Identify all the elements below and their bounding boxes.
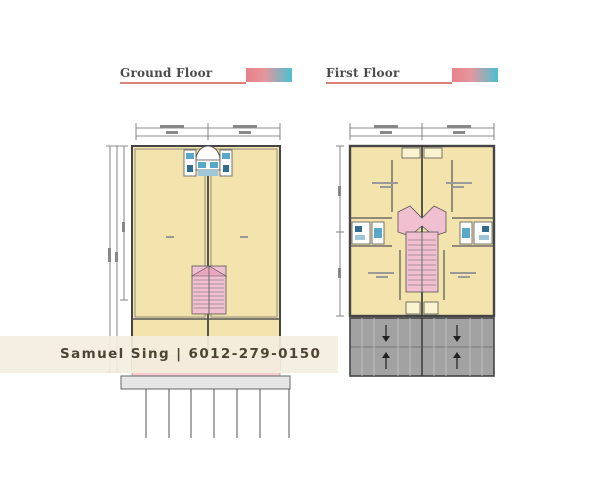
ground-floor-plan [106, 123, 291, 438]
first-bottom-airwell-right [423, 301, 439, 315]
first-bottom-airwell-left [405, 301, 421, 315]
ground-floor-title: Ground Floor [120, 66, 213, 80]
ground-staircase [190, 265, 228, 315]
ground-left-dimension-lines [106, 145, 128, 373]
ground-floor-color-swatch [246, 68, 292, 82]
watermark-band [0, 336, 338, 373]
ground-floor-title-rule [120, 82, 246, 84]
first-room-label-marks [368, 182, 476, 278]
ground-parking-lines [145, 389, 290, 438]
ground-pavement [120, 375, 291, 390]
arrow-icon [382, 325, 461, 369]
first-top-dimension-line [349, 123, 495, 140]
first-porch-roof [349, 317, 495, 377]
first-floor-color-swatch [452, 68, 498, 82]
first-floor-plan [336, 123, 496, 377]
first-toilet-left [351, 221, 385, 245]
first-floor-title: First Floor [326, 66, 400, 80]
watermark-text: Samuel Sing | 6012-279-0150 [60, 346, 322, 362]
ground-room-right-label-mark [240, 236, 248, 238]
first-floor-title-rule [326, 82, 452, 84]
first-left-dimension-line [336, 145, 344, 317]
ground-top-dimension-line [135, 123, 281, 140]
first-top-airwell-right [423, 147, 443, 159]
first-top-airwell-left [401, 147, 421, 159]
first-toilet-right [459, 221, 493, 245]
ground-room-left-label-mark [166, 236, 174, 238]
first-staircase [397, 205, 447, 293]
ground-toilet-block [183, 145, 233, 177]
